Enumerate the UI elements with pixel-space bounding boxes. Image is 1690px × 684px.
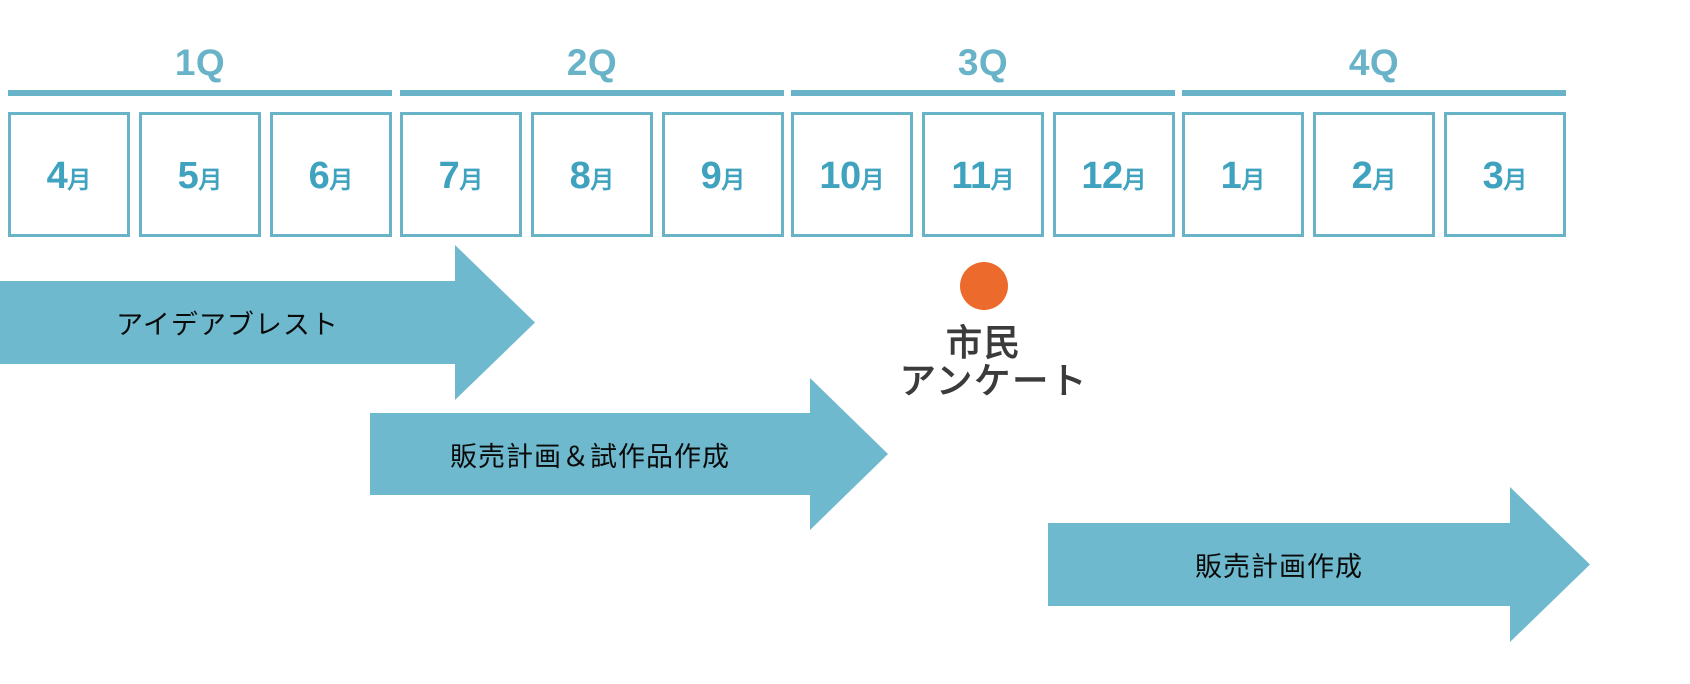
month-number: 11 [951,154,991,197]
month-label: 11月 [925,155,1041,198]
month-label: 3月 [1447,155,1563,198]
quarter-label: 4Q [1348,42,1400,83]
month-number: 2 [1351,154,1373,197]
month-label: 12月 [1056,155,1172,198]
month-box-7[interactable]: 7月 [400,112,522,237]
month-box-11[interactable]: 11月 [922,112,1044,237]
quarter-header-4q: 4Q [1182,44,1566,104]
quarter-underline [1182,90,1566,96]
month-label: 4月 [11,155,127,198]
month-label: 10月 [794,155,910,198]
month-label: 9月 [665,155,781,198]
month-suffix: 月 [1503,166,1528,194]
month-suffix: 月 [990,166,1015,194]
month-number: 12 [1081,154,1123,197]
quarter-label: 3Q [957,42,1009,83]
quarter-label: 1Q [174,42,226,83]
milestone-citizen-survey[interactable]: 市民 アンケート [760,262,1220,402]
month-suffix: 月 [721,166,746,194]
task-arrow-idea-brainstorm[interactable]: アイデアブレスト [0,245,535,400]
month-number: 4 [46,154,68,197]
milestone-label-line2: アンケート [760,360,1228,401]
month-box-9[interactable]: 9月 [662,112,784,237]
month-box-6[interactable]: 6月 [270,112,392,237]
month-box-3[interactable]: 3月 [1444,112,1566,237]
month-suffix: 月 [198,166,223,194]
quarter-underline [8,90,392,96]
month-suffix: 月 [860,166,885,194]
month-label: 2月 [1316,155,1432,198]
month-number: 5 [177,154,199,197]
month-number: 7 [438,154,460,197]
month-box-12[interactable]: 12月 [1053,112,1175,237]
month-box-1[interactable]: 1月 [1182,112,1304,237]
month-label: 1月 [1185,155,1301,198]
month-number: 8 [569,154,591,197]
month-label: 5月 [142,155,258,198]
month-label: 6月 [273,155,389,198]
arrow-shape-icon [1048,487,1590,642]
orange-dot-icon [960,262,1008,310]
month-number: 10 [819,154,861,197]
quarter-label: 2Q [566,42,618,83]
month-label: 8月 [534,155,650,198]
month-number: 6 [308,154,330,197]
month-box-2[interactable]: 2月 [1313,112,1435,237]
month-box-10[interactable]: 10月 [791,112,913,237]
month-suffix: 月 [1122,166,1147,194]
month-label: 7月 [403,155,519,198]
quarter-header-3q: 3Q [791,44,1175,104]
month-suffix: 月 [590,166,615,194]
month-box-8[interactable]: 8月 [531,112,653,237]
task-arrow-sales-plan[interactable]: 販売計画作成 [1048,487,1590,642]
month-suffix: 月 [329,166,354,194]
month-number: 3 [1482,154,1504,197]
month-box-5[interactable]: 5月 [139,112,261,237]
milestone-text-line1: 市民 [945,322,1022,363]
quarter-header-1q: 1Q [8,44,392,104]
month-suffix: 月 [67,166,92,194]
arrow-shape-icon [0,245,535,400]
milestone-text-line2: アンケート [899,360,1089,401]
milestone-label-line1: 市民 [760,322,1208,363]
month-suffix: 月 [1372,166,1397,194]
month-box-4[interactable]: 4月 [8,112,130,237]
month-number: 9 [700,154,722,197]
month-suffix: 月 [459,166,484,194]
arrow-shape-icon [370,378,888,530]
month-number: 1 [1220,154,1242,197]
month-suffix: 月 [1241,166,1266,194]
quarter-underline [400,90,784,96]
quarter-underline [791,90,1175,96]
quarter-header-2q: 2Q [400,44,784,104]
